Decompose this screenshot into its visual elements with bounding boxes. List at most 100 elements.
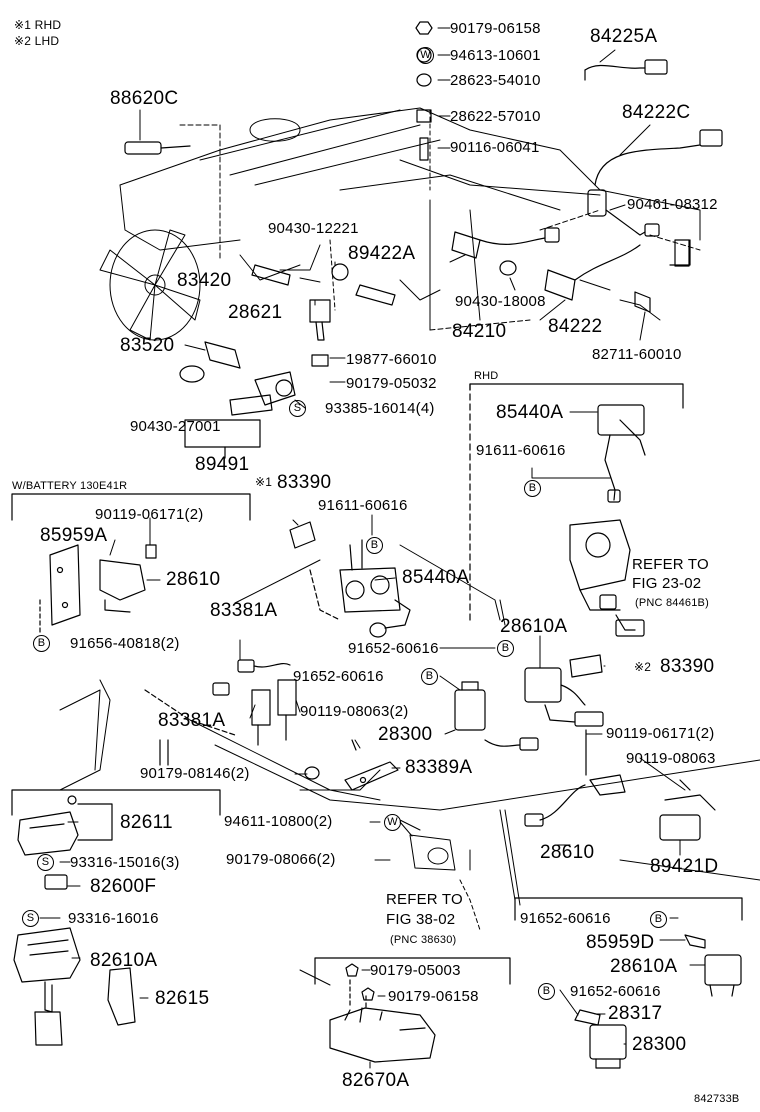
part-label-90179-05032[interactable]: 90179-05032 (346, 375, 437, 392)
part-label-90430-18008[interactable]: 90430-18008 (455, 293, 546, 310)
section-label-battery: W/BATTERY 130E41R (12, 480, 128, 492)
part-label-89421D[interactable]: 89421D (650, 856, 719, 877)
part-label-90119-06171-a[interactable]: 90119-06171(2) (95, 506, 204, 523)
lower-right-parts-illustration (524, 729, 716, 841)
part-label-89422A[interactable]: 89422A (348, 243, 416, 264)
part-label-90179-06158-b[interactable]: 90179-06158 (388, 988, 479, 1005)
part-label-94611-10800[interactable]: 94611-10800(2) (224, 813, 333, 830)
part-label-82600F[interactable]: 82600F (90, 876, 157, 897)
bracket-85959A-illustration (39, 544, 157, 633)
part-label-28610-bottom[interactable]: 28610 (540, 842, 595, 863)
part-label-90179-08146[interactable]: 90179-08146(2) (140, 765, 250, 782)
part-label-19877-66010[interactable]: 19877-66010 (346, 351, 437, 368)
oxygen-sensors-illustration (584, 59, 723, 267)
sensor-83390-rhd-illustration (289, 521, 316, 549)
part-label-83381A-a[interactable]: 83381A (210, 600, 278, 621)
fuse-box-illustration (13, 795, 136, 1046)
part-label-28610A-mid[interactable]: 28610A (500, 616, 568, 637)
part-label-84222[interactable]: 84222 (548, 316, 603, 337)
vsv-85440A-mid-illustration (309, 539, 411, 638)
part-label-93316-16016[interactable]: 93316-16016 (68, 910, 159, 927)
part-label-88620C[interactable]: 88620C (110, 88, 179, 109)
reference-fig23-line1[interactable]: REFER TO (632, 556, 709, 573)
part-label-28317[interactable]: 28317 (608, 1003, 663, 1024)
bolt-letter-b-battery: B (33, 635, 50, 652)
part-label-91652-60616-c[interactable]: 91652-60616 (520, 910, 611, 927)
screw-letter-s-93316-b: S (22, 910, 39, 927)
note-marker-2: ※2 (634, 660, 652, 674)
screw-letter-s-93316-a: S (37, 854, 54, 871)
reference-fig38-line1[interactable]: REFER TO (386, 891, 463, 908)
engine-block-illustration (119, 107, 701, 331)
part-label-91656-40818[interactable]: 91656-40818(2) (70, 635, 180, 652)
bolt-letter-b-c: B (650, 911, 667, 928)
part-label-28610A-bottom[interactable]: 28610A (610, 956, 678, 977)
part-label-82711-60010[interactable]: 82711-60010 (592, 346, 682, 363)
part-label-90116-06041[interactable]: 90116-06041 (450, 139, 540, 156)
part-label-90179-08066[interactable]: 90179-08066(2) (226, 851, 336, 868)
part-label-90119-06171-b[interactable]: 90119-06171(2) (606, 725, 715, 742)
part-label-83389A[interactable]: 83389A (405, 757, 473, 778)
part-label-85959A[interactable]: 85959A (40, 525, 108, 546)
part-label-91611-60616-mid[interactable]: 91611-60616 (318, 497, 408, 514)
part-label-82610A[interactable]: 82610A (90, 950, 158, 971)
lower-right-small-parts-illustration (574, 934, 742, 1069)
reference-fig38-line2[interactable]: FIG 38-02 (386, 911, 456, 928)
part-label-28300-bottom[interactable]: 28300 (632, 1034, 687, 1055)
part-label-90461-08312[interactable]: 90461-08312 (627, 196, 718, 213)
part-label-91652-60616-b[interactable]: 91652-60616 (293, 668, 384, 685)
part-label-91611-60616-top[interactable]: 91611-60616 (476, 442, 566, 459)
part-label-28300-mid[interactable]: 28300 (378, 724, 433, 745)
part-label-90179-06158-a[interactable]: 90179-06158 (450, 20, 541, 37)
bolt-letter-b-d: B (538, 983, 555, 1000)
part-label-28622-57010[interactable]: 28622-57010 (450, 108, 541, 125)
relay-28300-mid-illustration (454, 681, 539, 751)
part-label-90430-12221[interactable]: 90430-12221 (268, 220, 359, 237)
mid-frame-lines (234, 544, 506, 626)
part-label-84222C[interactable]: 84222C (622, 102, 691, 123)
part-label-90119-08063-b[interactable]: 90119-08063 (626, 750, 716, 767)
part-label-89491[interactable]: 89491 (195, 454, 250, 475)
reference-fig23-line2[interactable]: FIG 23-02 (632, 575, 702, 592)
part-label-83381A-b[interactable]: 83381A (158, 710, 226, 731)
vsv-85440A-top-illustration (597, 404, 646, 503)
bracket-83389A-illustration (304, 739, 399, 791)
part-label-83390-rhd[interactable]: 83390 (277, 472, 332, 493)
washer-letter-w-mid: W (384, 814, 401, 831)
part-label-93316-15016[interactable]: 93316-15016(3) (70, 854, 180, 871)
part-label-28610-left[interactable]: 28610 (166, 569, 221, 590)
part-label-85440A-mid[interactable]: 85440A (402, 567, 470, 588)
bolt-letter-b-mid: B (366, 537, 383, 554)
part-label-90430-27001[interactable]: 90430-27001 (130, 418, 221, 435)
part-label-91652-60616-d[interactable]: 91652-60616 (570, 983, 661, 1000)
part-label-83390-lhd[interactable]: 83390 (660, 656, 715, 677)
leader-lines (39, 27, 706, 1069)
part-label-28621[interactable]: 28621 (228, 302, 283, 323)
part-label-82611[interactable]: 82611 (120, 812, 173, 833)
part-label-85959D[interactable]: 85959D (586, 932, 655, 953)
washer-letter-w-top: W (417, 47, 434, 64)
lower-body-illustration (299, 759, 760, 986)
part-label-84225A[interactable]: 84225A (590, 26, 658, 47)
figure-code: 842733B (694, 1093, 740, 1105)
part-label-90119-08063-a[interactable]: 90119-08063(2) (300, 703, 409, 720)
part-label-91652-60616-a[interactable]: 91652-60616 (348, 640, 439, 657)
section-label-rhd: RHD (474, 370, 499, 382)
bracket-89491-illustration (179, 341, 296, 459)
part-label-93385-16014[interactable]: 93385-16014(4) (325, 400, 435, 417)
battery-frame (11, 493, 251, 521)
bolt-letter-b-b: B (421, 668, 438, 685)
engine-sensors-illustration (251, 227, 651, 367)
part-label-83420[interactable]: 83420 (177, 270, 232, 291)
part-label-85440A-top[interactable]: 85440A (496, 402, 564, 423)
part-label-94613-10601[interactable]: 94613-10601 (450, 47, 541, 64)
part-label-82670A[interactable]: 82670A (342, 1070, 410, 1091)
part-label-90179-05003[interactable]: 90179-05003 (370, 962, 461, 979)
part-label-82615[interactable]: 82615 (155, 988, 210, 1009)
part-label-28623-54010[interactable]: 28623-54010 (450, 72, 541, 89)
relay-28610A-mid-illustration (524, 654, 604, 727)
part-label-84210[interactable]: 84210 (452, 321, 507, 342)
part-label-83520[interactable]: 83520 (120, 335, 175, 356)
